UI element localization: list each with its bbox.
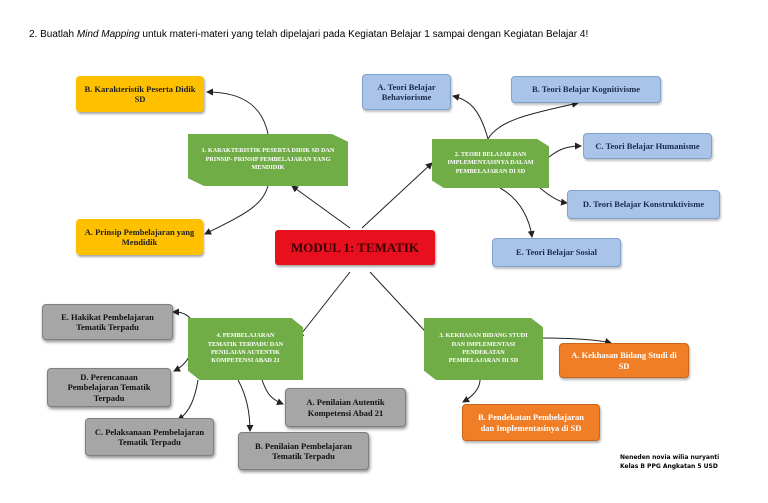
instruction-suffix: untuk materi-materi yang telah dipelajar… — [139, 29, 589, 40]
author-name: Neneden novia wilia nuryanti — [620, 454, 720, 461]
t2-item-a: A. Teori Belajar Behaviorisme — [362, 74, 451, 110]
arrow-t2-to-b — [487, 100, 579, 140]
author-class: Kelas B PPG Angkatan 5 USD — [620, 463, 718, 471]
topic-2-node: 2. TEORI BELAJAR DAN IMPLEMENTASINYA DAL… — [432, 139, 549, 188]
t1-item-a: A. Prinsip Pembelajaran yang Mendidik — [76, 219, 203, 255]
center-topic: MODUL 1: TEMATIK — [275, 230, 435, 265]
t2-item-b: B. Teori Belajar Kognitivisme — [511, 76, 661, 103]
instruction-emphasis: Mind Mapping — [76, 29, 140, 40]
t4-item-c: C. Pelaksanaan Pembelajaran Tematik Terp… — [85, 418, 214, 456]
t3-item-a: A. Kekhasan Bidang Studi di SD — [559, 343, 689, 378]
arrow-t3-to-b — [462, 379, 481, 403]
arrow-t4-to-e — [172, 308, 191, 319]
topic-3-node: 3. KEKHASAN BIDANG STUDI DAN IMPLEMENTAS… — [424, 318, 543, 380]
arrow-t2-to-a — [452, 93, 489, 140]
t2-item-c: C. Teori Belajar Humanisme — [583, 133, 712, 159]
arrow-t2-to-d — [539, 187, 568, 206]
arrow-t2-to-e — [499, 187, 535, 238]
arrow-t1-to-a — [204, 185, 269, 235]
arrow-t2-to-c — [548, 142, 582, 158]
arrow-t4-to-a — [261, 379, 284, 406]
topic-1-node: 1. KARAKTERISTIK PESERTA DIDIK SD DAN PR… — [188, 134, 348, 186]
t2-item-e: E. Teori Belajar Sosial — [492, 238, 621, 267]
arrow-center-to-topic-4 — [297, 271, 351, 339]
t2-item-d: D. Teori Belajar Konstruktivisme — [567, 190, 720, 219]
arrow-t4-to-b — [237, 379, 254, 432]
t4-item-b: B. Penilaian Pembelajaran Tematik Terpad… — [238, 432, 369, 470]
t4-item-e: E. Hakikat Pembelajaran Tematik Terpadu — [42, 304, 173, 340]
instruction-prefix: 2. Buatlah — [29, 29, 77, 40]
t4-item-d: D. Perencanaan Pembelajaran Tematik Terp… — [47, 368, 171, 407]
topic-4-node: 4. PEMBELAJARAN TEMATIK TERPADU DAN PENI… — [188, 318, 303, 380]
t1-item-b: B. Karakteristik Peserta Didik SD — [76, 76, 204, 112]
arrow-t1-to-b — [206, 88, 269, 135]
t3-item-b: B. Pendekatan Pembelajaran dan Implement… — [462, 404, 600, 441]
arrow-t4-to-c — [177, 379, 199, 421]
author-credit: Neneden novia wilia nuryanti Kelas B PPG… — [620, 453, 719, 472]
arrow-t4-to-d — [173, 354, 191, 372]
t4-item-a: A. Penilaian Autentik Kompetensi Abad 21 — [285, 388, 406, 427]
instruction-text: 2. Buatlah Mind Mapping untuk materi-mat… — [29, 29, 588, 40]
arrow-t3-to-a — [542, 337, 612, 345]
arrow-center-to-topic-1 — [291, 185, 351, 229]
arrow-center-to-topic-2 — [361, 162, 433, 229]
